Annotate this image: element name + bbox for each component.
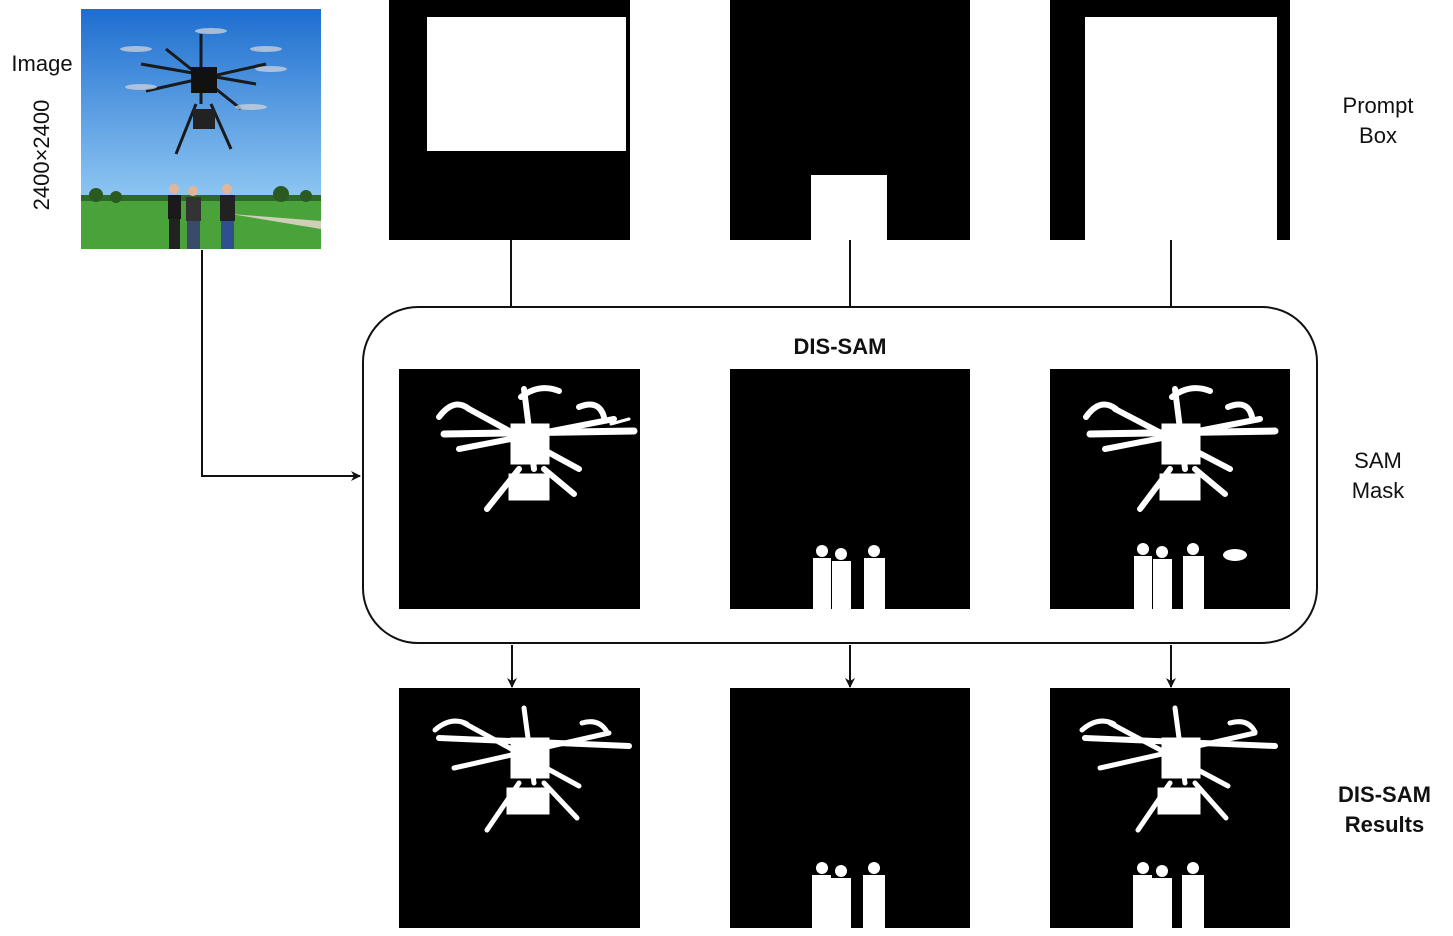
input-image: [81, 9, 321, 249]
connector-image: [201, 250, 361, 481]
results-label-line-1: DIS-SAM: [1338, 782, 1431, 807]
prompt-box-people: [730, 0, 970, 240]
image-label: Image: [11, 51, 73, 76]
sam-mask-label-line-2: Mask: [1351, 478, 1405, 503]
result-people: [730, 688, 970, 928]
results-label: DIS-SAM Results: [1322, 780, 1447, 840]
image-size-label: 2400×2400: [29, 99, 54, 211]
sam-mask-drone: [399, 369, 640, 609]
sam-mask-label-line-1: SAM: [1354, 448, 1402, 473]
sam-mask-all: [1050, 369, 1290, 609]
sam-mask-people: [730, 369, 970, 609]
prompt-box-label: Prompt Box: [1318, 91, 1438, 151]
dis-sam-module-title: DIS-SAM: [793, 334, 887, 359]
prompt-box-label-line-2: Box: [1359, 123, 1397, 148]
result-drone: [399, 688, 640, 928]
prompt-box-label-line-1: Prompt: [1342, 93, 1414, 118]
results-label-line-2: Results: [1344, 812, 1425, 837]
prompt-box-all: [1050, 0, 1290, 240]
sam-mask-label: SAM Mask: [1318, 446, 1438, 506]
result-all: [1050, 688, 1290, 928]
dis-sam-module: [362, 306, 1318, 644]
prompt-box-drone: [389, 0, 630, 240]
